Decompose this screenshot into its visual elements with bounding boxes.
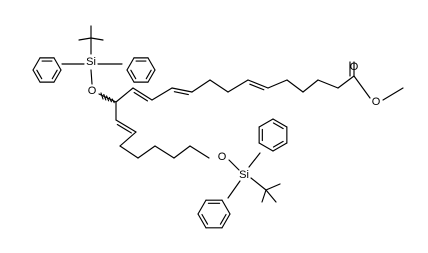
stereo-hash: [106, 95, 110, 102]
phenyl-ring: [221, 213, 231, 229]
tert-butyl-bond: [90, 37, 104, 41]
bond-lines: [32, 25, 404, 229]
stereo-hash: [111, 98, 115, 104]
phenyl-ring: [258, 118, 274, 128]
phenyl-ring: [201, 213, 209, 225]
phenyl-ring: [53, 57, 62, 71]
phenyl-ring: [36, 69, 43, 80]
chain-bond: [119, 131, 137, 147]
upper-silicon-label: Si: [86, 56, 96, 68]
phenyl-ring: [272, 122, 284, 130]
phenyl-ring: [258, 142, 274, 152]
phenyl-ring: [197, 199, 207, 215]
phenyl-ring: [219, 213, 227, 225]
chain-bond: [119, 145, 139, 159]
chain-bond: [209, 79, 229, 93]
double-bond: [133, 91, 149, 102]
ester-oxygen-label: O: [372, 96, 381, 108]
carbonyl-oxygen-label: O: [350, 61, 359, 73]
upper-silyl-ether-oxygen-label: O: [88, 85, 97, 97]
si-phenyl-bond: [248, 152, 261, 168]
phenyl-ring: [272, 142, 288, 152]
double-bond: [116, 123, 132, 134]
tert-butyl-bond: [265, 189, 277, 203]
phenyl-ring: [272, 140, 284, 148]
methoxy-bond: [382, 87, 404, 101]
tert-butyl-bond: [265, 183, 281, 191]
chain-bond: [227, 79, 249, 93]
stereo-hash: [103, 93, 107, 101]
phenyl-ring: [51, 69, 58, 80]
ester-bond: [353, 75, 371, 99]
atom-labels: O O O Si O Si: [86, 56, 381, 181]
chain-bond: [115, 119, 137, 133]
lower-silicon-label: Si: [239, 169, 249, 181]
double-bond: [173, 91, 189, 96]
chain-bond: [267, 79, 288, 89]
chain-bond: [151, 87, 173, 101]
phenyl-ring: [53, 69, 62, 83]
phenyl-ring: [130, 69, 137, 80]
phenyl-ring: [147, 57, 156, 71]
chain-bond: [302, 79, 319, 93]
si-tbu-bond: [250, 177, 267, 191]
chain-bond: [337, 75, 355, 89]
phenyl-ring: [126, 69, 135, 83]
chain-bond: [173, 145, 191, 159]
chain-bond: [317, 79, 339, 89]
phenyl-ring: [126, 57, 135, 71]
chain-bond: [286, 79, 304, 93]
phenyl-ring: [272, 118, 288, 128]
chain-bond: [171, 87, 193, 93]
phenyl-ring: [32, 57, 41, 71]
chain-bond: [191, 79, 211, 93]
chain-bond: [247, 79, 269, 89]
phenyl-ring: [221, 199, 231, 215]
si-phenyl-bond: [227, 180, 241, 199]
double-bond: [249, 83, 265, 91]
phenyl-ring: [145, 69, 152, 80]
lower-silyl-ether-oxygen-label: O: [218, 151, 227, 163]
si-o-bond: [90, 69, 93, 85]
chain-bond: [132, 87, 153, 101]
stereo-hash: [108, 96, 112, 103]
phenyl-ring: [147, 69, 156, 83]
o-si-bond: [228, 159, 240, 171]
chain-bond: [154, 145, 175, 159]
chain-bond: [137, 145, 156, 159]
phenyl-ring: [197, 213, 207, 229]
tert-butyl-bond: [78, 37, 92, 41]
phenyl-ring: [32, 69, 41, 83]
chain-bond: [115, 87, 134, 103]
tert-butyl-bond: [261, 189, 267, 203]
stereo-hash: [100, 92, 104, 100]
chain-bond: [189, 145, 210, 159]
